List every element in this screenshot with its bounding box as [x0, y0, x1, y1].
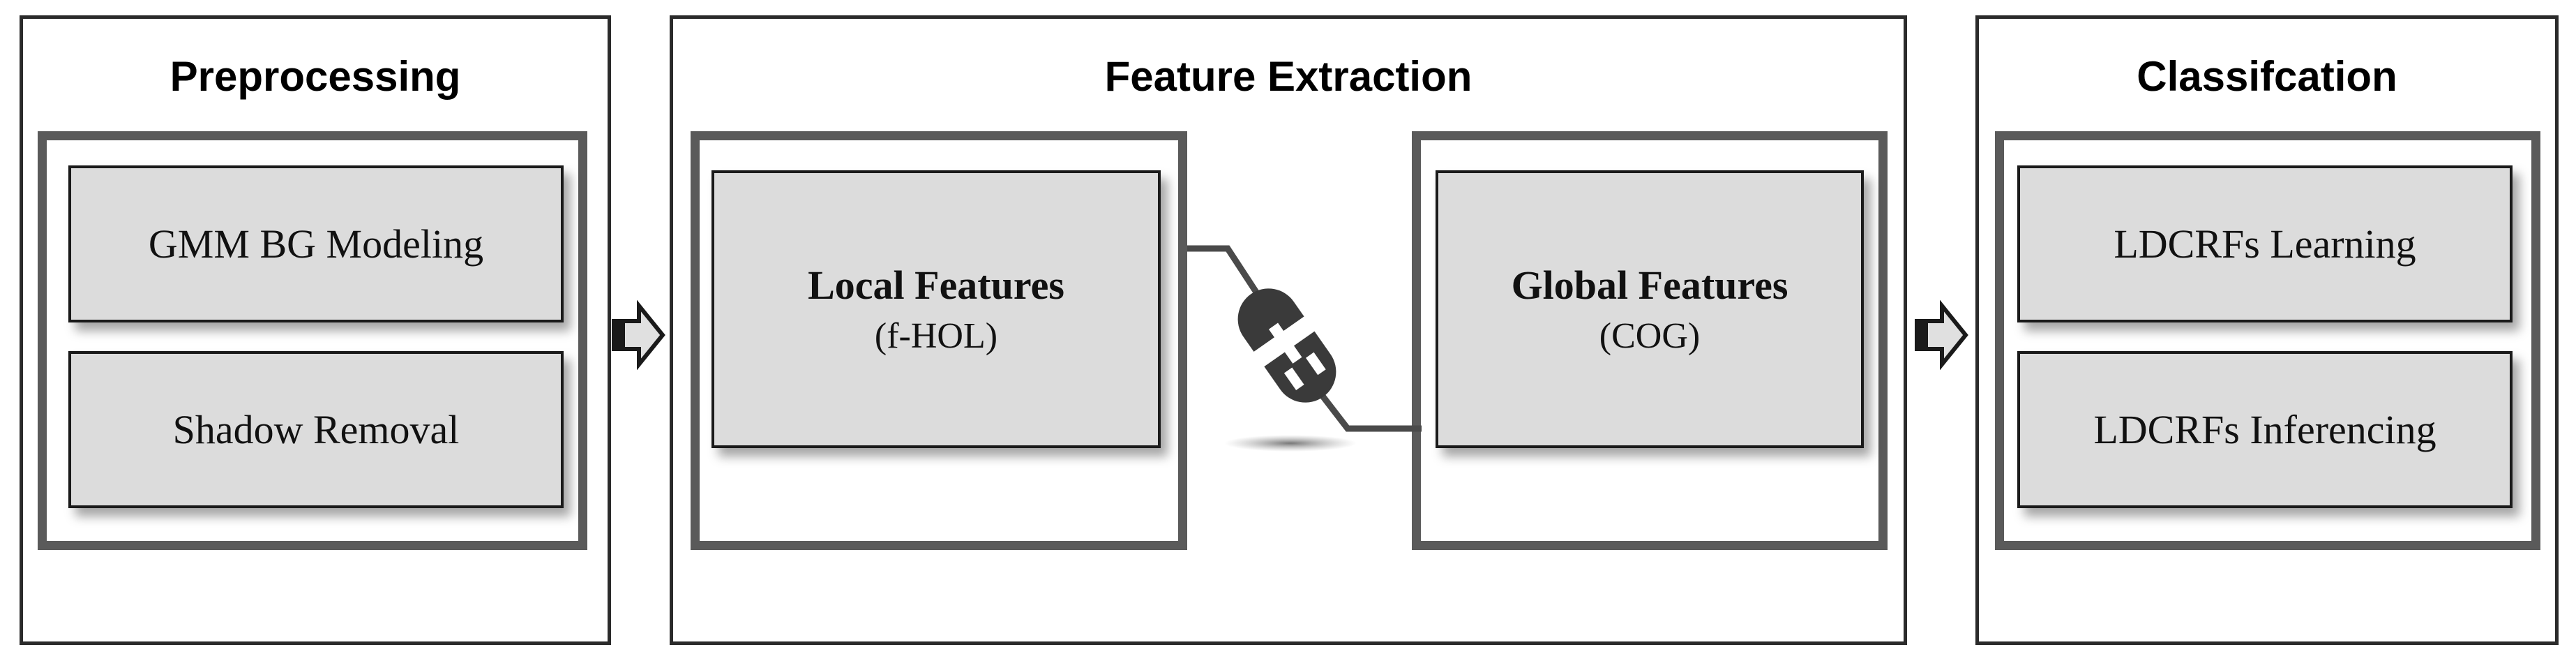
ldcrfs-inferencing-label: LDCRFs Inferencing [2093, 407, 2436, 452]
arrow-right-icon [1915, 300, 1968, 370]
ldcrfs-inferencing-box: LDCRFs Inferencing [2017, 351, 2513, 508]
global-features-label: Global Features [1511, 262, 1788, 308]
ldcrfs-learning-box: LDCRFs Learning [2017, 165, 2513, 322]
feature-extraction-title: Feature Extraction [1104, 53, 1472, 100]
shadow-removal-box: Shadow Removal [68, 351, 564, 508]
local-features-label: Local Features [808, 262, 1064, 308]
gmm-bg-modeling-label: GMM BG Modeling [148, 221, 484, 267]
local-features-sub: (f-HOL) [874, 316, 998, 356]
classification-title: Classifcation [2137, 53, 2397, 100]
preprocessing-title: Preprocessing [170, 53, 461, 100]
gmm-bg-modeling-box: GMM BG Modeling [68, 165, 564, 322]
shadow-removal-label: Shadow Removal [172, 407, 460, 452]
global-features-sub: (COG) [1599, 316, 1701, 356]
local-features-box: Local Features (f-HOL) [711, 170, 1161, 448]
global-features-box: Global Features (COG) [1436, 170, 1864, 448]
ldcrfs-learning-label: LDCRFs Learning [2114, 221, 2416, 267]
plug-connector-icon [1187, 245, 1422, 452]
arrow-right-icon [612, 300, 665, 370]
